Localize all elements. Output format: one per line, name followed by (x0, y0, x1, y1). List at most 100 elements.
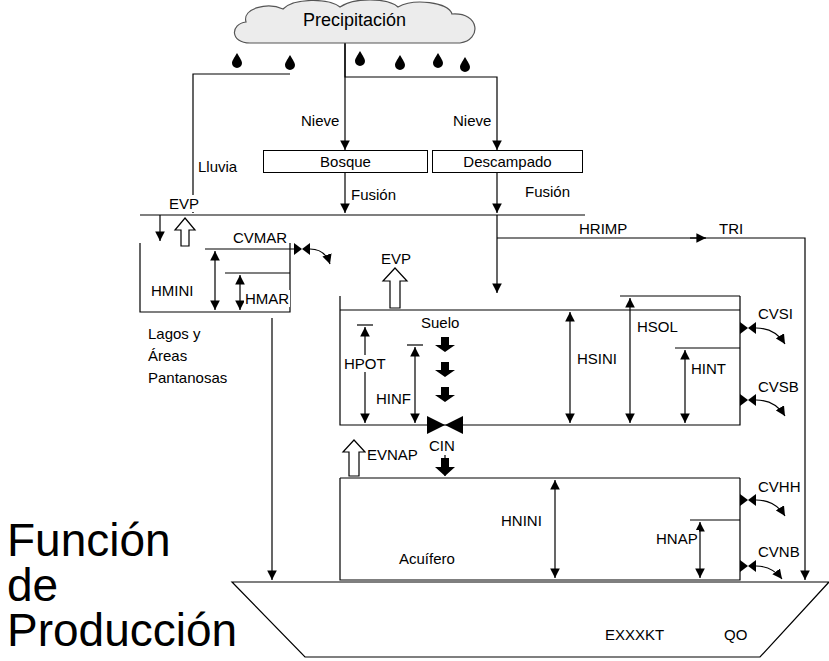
snow-box: Descampado (432, 150, 583, 173)
soil-tank (675, 347, 740, 348)
aquifer-tank (340, 478, 740, 580)
node-text: Precipitación (303, 10, 406, 31)
infiltration-arrow (435, 337, 455, 476)
state-variable: HINT (690, 360, 727, 377)
soil-tank (340, 309, 740, 310)
title-text: Función de Producción (6, 518, 203, 653)
valve-label: CVMAR (232, 229, 288, 246)
rain-drops (355, 51, 365, 66)
valve-symbol (427, 416, 445, 434)
aquifer-tank (340, 478, 740, 580)
soil-tank (620, 295, 740, 296)
flux-label: EVP (168, 195, 200, 212)
infiltration-arrow (435, 362, 455, 377)
valve-symbol (748, 560, 756, 572)
flow-line (496, 173, 497, 213)
valve-label: CVSI (757, 305, 794, 322)
flow-label: Fusión (524, 183, 571, 200)
lake-tank (140, 243, 290, 312)
flow-label: Fusión (350, 186, 397, 203)
node-text: Descampado (463, 153, 551, 170)
trapezoid-outline (232, 582, 829, 657)
flux-label: TRI (718, 220, 744, 237)
cloud-outline (234, 0, 474, 43)
valve-symbol (302, 243, 310, 255)
tank-label: Lagos y Áreas Pantanosas (147, 323, 237, 389)
flow-line (497, 238, 805, 580)
evaporation-arrow (343, 440, 365, 476)
rain-drops (232, 51, 470, 72)
aquifer-tank (554, 480, 555, 578)
outflow-arrow (756, 328, 785, 344)
rain-drops (433, 53, 443, 68)
valve-symbol (294, 243, 302, 255)
valve-label: CIN (428, 437, 456, 454)
rain-drops (232, 53, 242, 68)
output-label: QO (724, 626, 747, 643)
flow-line (344, 173, 345, 213)
valve-symbol (748, 494, 756, 506)
lake-tank (214, 251, 215, 310)
lake-tank (225, 272, 290, 273)
state-variable: HSOL (636, 318, 679, 335)
state-variable: HSINI (576, 350, 618, 367)
flow-line (140, 214, 585, 215)
aquifer-tank (340, 477, 740, 478)
flow-line (140, 74, 805, 580)
valve-symbol (294, 243, 756, 572)
state-variable: HMAR (244, 290, 290, 307)
flow-line (159, 215, 160, 241)
valve-label: CVNB (757, 543, 801, 560)
flow-line (690, 237, 706, 238)
outflow-arrow (756, 400, 785, 416)
soil-tank (414, 347, 415, 423)
aquifer-tank (699, 522, 700, 578)
soil-tank (684, 350, 685, 423)
valve-symbol (740, 322, 748, 334)
valve-symbol (748, 394, 756, 406)
outflow-arrow (310, 249, 330, 264)
valve-symbol (748, 322, 756, 334)
state-variable: HPOT (343, 355, 387, 372)
infiltration-arrow (435, 458, 455, 476)
state-variable: HINF (375, 390, 412, 407)
outflow-arrow (310, 249, 785, 579)
soil-tank (364, 327, 365, 423)
valve-symbol (740, 394, 748, 406)
trapezoid-outline (232, 582, 829, 658)
soil-tank (629, 298, 630, 423)
precipitation-cloud: Precipitación (228, 0, 481, 45)
soil-tank (357, 324, 373, 325)
lake-tank (205, 248, 294, 249)
soil-tank (569, 312, 570, 423)
tank-label: Suelo (420, 314, 460, 331)
flux-label: EVP (380, 250, 412, 267)
outflow-arrow (756, 500, 785, 516)
aquifer-tank (690, 519, 740, 520)
lake-tank (140, 243, 294, 312)
evaporation-arrow (175, 218, 195, 246)
rain-drops (460, 57, 470, 72)
evaporation-arrow (383, 268, 407, 308)
state-variable: HNAP (655, 530, 699, 547)
soil-tank (340, 296, 740, 425)
flow-line (193, 74, 290, 213)
infiltration-arrow (435, 337, 455, 352)
outflow-arrow (756, 566, 782, 579)
flow-line (496, 215, 497, 293)
valve-label: CVHH (757, 478, 802, 495)
valve-symbol (740, 494, 748, 506)
node-text: Bosque (320, 153, 371, 170)
flux-label: HRIMP (578, 220, 628, 237)
soil-tank (340, 296, 740, 425)
tank-label: Acuífero (398, 550, 456, 567)
output-label: EXXXKT (605, 626, 664, 643)
rain-drops (395, 55, 405, 70)
valve-symbol (445, 416, 463, 434)
snow-box: Bosque (263, 150, 428, 173)
flow-line (271, 318, 272, 580)
valve-symbol (740, 560, 748, 572)
edge-label: Nieve (452, 112, 492, 129)
valve-label: CVSB (757, 378, 800, 395)
state-variable: HMINI (150, 282, 195, 299)
